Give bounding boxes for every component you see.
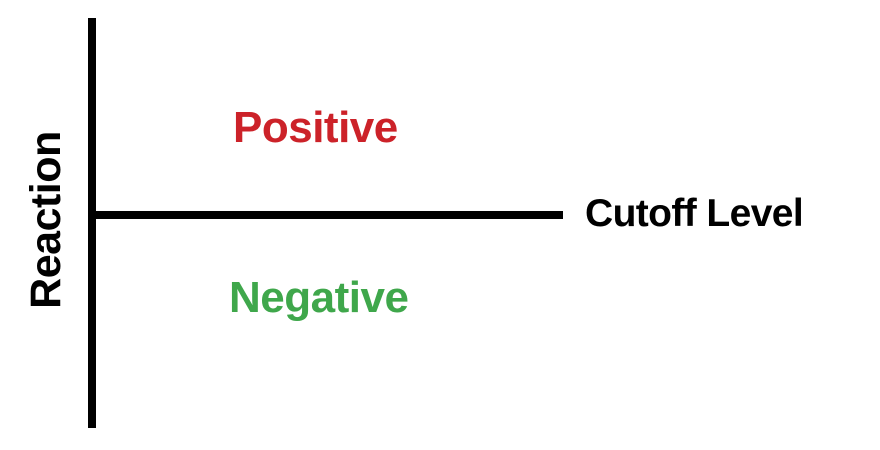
- cutoff-level-line: [88, 211, 563, 219]
- negative-region-label: Negative: [229, 273, 409, 322]
- positive-region-label: Positive: [233, 103, 398, 152]
- cutoff-level-label: Cutoff Level: [585, 192, 804, 235]
- y-axis-label: Reaction: [21, 131, 70, 309]
- y-axis-line: [88, 18, 96, 428]
